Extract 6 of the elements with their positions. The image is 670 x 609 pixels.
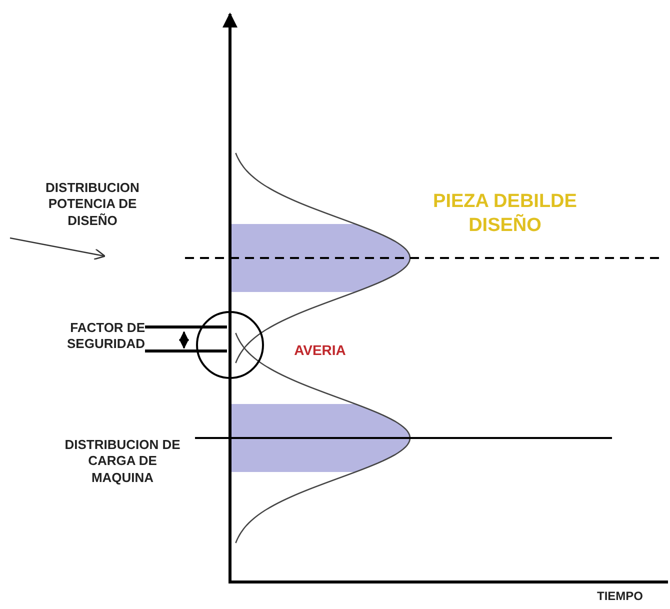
axis-label: TIEMPO: [596, 589, 644, 604]
heading-text: PIEZA DEBILDE DISEÑO: [432, 190, 578, 238]
annotation-text: DISTRIBUCION DE CARGA DE MAQUINA: [64, 437, 182, 486]
annotation-text: DISTRIBUCION POTENCIA DE DISEÑO: [44, 180, 140, 229]
annotation-text: AVERIA: [293, 342, 347, 360]
annotation-text: FACTOR DE SEGURIDAD: [66, 320, 145, 352]
